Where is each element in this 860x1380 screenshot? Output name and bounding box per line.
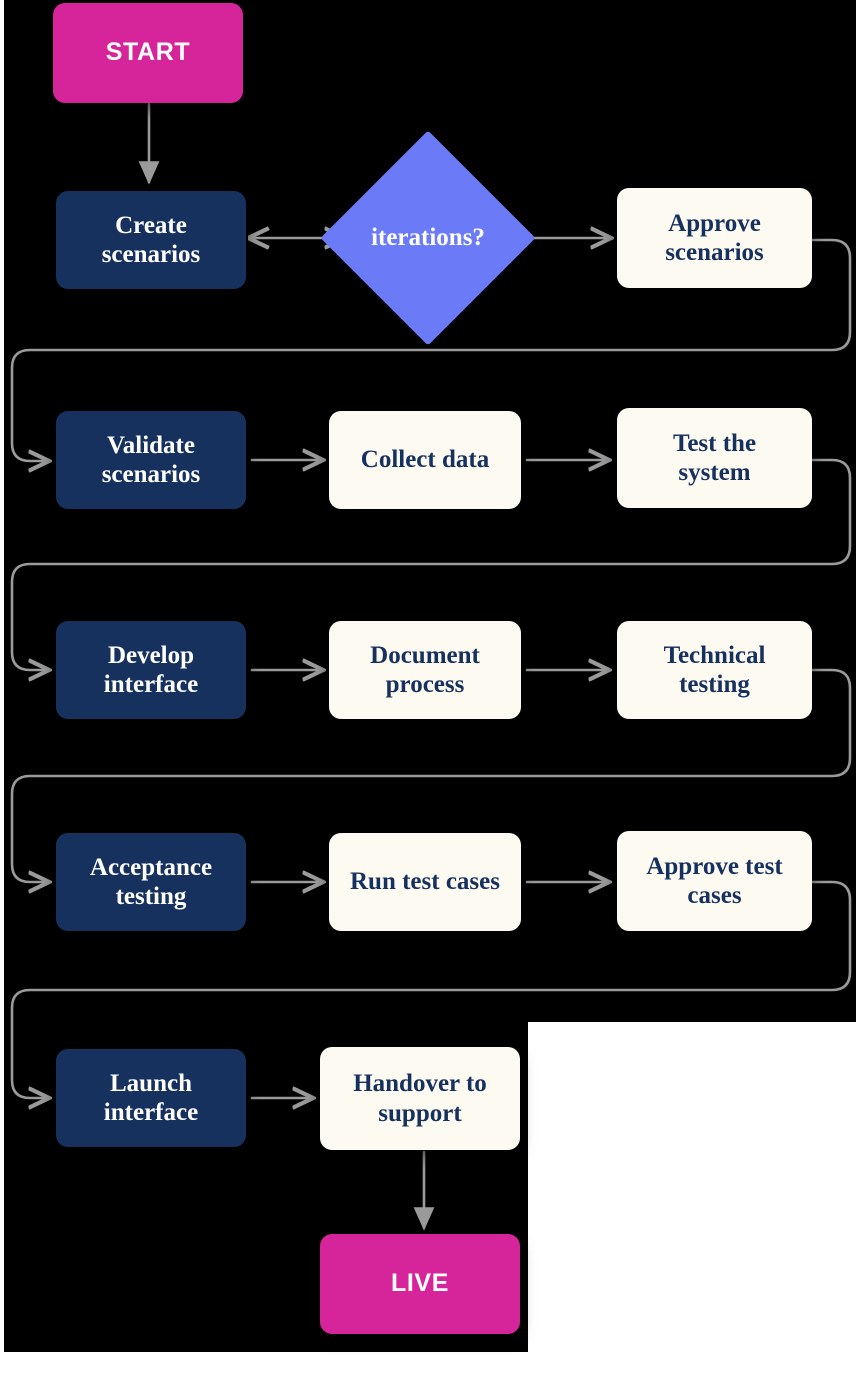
- node-iterations-decision[interactable]: iterations?: [320, 130, 536, 346]
- node-launch-interface-label: Launch interface: [104, 1069, 198, 1128]
- node-collect-data[interactable]: Collect data: [329, 411, 521, 509]
- label-line-2: scenarios: [665, 239, 764, 266]
- label-line-1: Approve test: [646, 852, 783, 880]
- edge-technical-to-acceptance: [10, 668, 852, 882]
- label-line-2: testing: [115, 883, 187, 910]
- node-approve-scenarios[interactable]: Approve scenarios: [617, 188, 812, 288]
- node-technical-testing-label: Technical testing: [664, 641, 766, 700]
- node-technical-testing[interactable]: Technical testing: [617, 621, 812, 719]
- node-live[interactable]: LIVE: [320, 1234, 520, 1334]
- node-document-process[interactable]: Document process: [329, 621, 521, 719]
- node-approve-scenarios-label: Approve scenarios: [665, 209, 764, 268]
- label-line-1: Handover to: [353, 1070, 487, 1097]
- edge-approvetest-to-launch: [10, 880, 852, 1098]
- node-create-scenarios-label: Create scenarios: [102, 211, 201, 270]
- node-validate-scenarios-label: Validate scenarios: [102, 431, 201, 490]
- label-line-1: Develop: [107, 641, 195, 669]
- node-develop-interface-label: Develop interface: [104, 641, 198, 700]
- node-run-test-cases-label: Run test cases: [350, 868, 500, 896]
- node-acceptance-testing[interactable]: Acceptance testing: [56, 833, 246, 931]
- node-iterations-label: iterations?: [371, 224, 485, 251]
- label-line-2: cases: [687, 882, 742, 909]
- node-document-process-label: Document process: [370, 641, 480, 700]
- node-launch-interface[interactable]: Launch interface: [56, 1049, 246, 1147]
- node-approve-test-cases[interactable]: Approve test cases: [617, 831, 812, 931]
- node-validate-scenarios[interactable]: Validate scenarios: [56, 411, 246, 509]
- node-collect-data-label: Collect data: [360, 446, 490, 474]
- label-line-2: system: [678, 459, 751, 486]
- label-line-2: testing: [679, 671, 750, 698]
- label-line-1: Create: [115, 211, 187, 239]
- node-test-system[interactable]: Test the system: [617, 408, 812, 508]
- label-line-1: Validate: [107, 431, 195, 459]
- node-run-test-cases[interactable]: Run test cases: [329, 833, 521, 931]
- edge-test-to-develop: [10, 458, 852, 670]
- label-line-1: Launch: [110, 1069, 192, 1097]
- node-approve-test-cases-label: Approve test cases: [646, 852, 782, 911]
- label-line-1: Document: [370, 641, 480, 669]
- label-line-2: interface: [103, 1099, 199, 1126]
- node-start-label: START: [105, 38, 191, 67]
- node-acceptance-testing-label: Acceptance testing: [90, 853, 212, 912]
- node-start[interactable]: START: [53, 3, 243, 103]
- label-line-2: process: [385, 671, 465, 698]
- node-handover-support-label: Handover to support: [353, 1069, 487, 1128]
- label-line-2: support: [378, 1099, 462, 1127]
- label-line-2: scenarios: [101, 241, 201, 268]
- label-line-1: Test the: [672, 429, 757, 457]
- label-line-1: Technical: [663, 641, 766, 669]
- label-line-2: interface: [103, 671, 199, 698]
- node-handover-support[interactable]: Handover to support: [320, 1047, 520, 1150]
- node-live-label: LIVE: [391, 1269, 449, 1298]
- edge-approve-to-validate: [10, 238, 852, 461]
- node-develop-interface[interactable]: Develop interface: [56, 621, 246, 719]
- label-line-1: Approve: [668, 209, 761, 237]
- label-line-2: scenarios: [101, 461, 201, 488]
- node-test-system-label: Test the system: [673, 429, 756, 488]
- node-create-scenarios[interactable]: Create scenarios: [56, 191, 246, 289]
- label-line-1: Acceptance: [89, 853, 213, 881]
